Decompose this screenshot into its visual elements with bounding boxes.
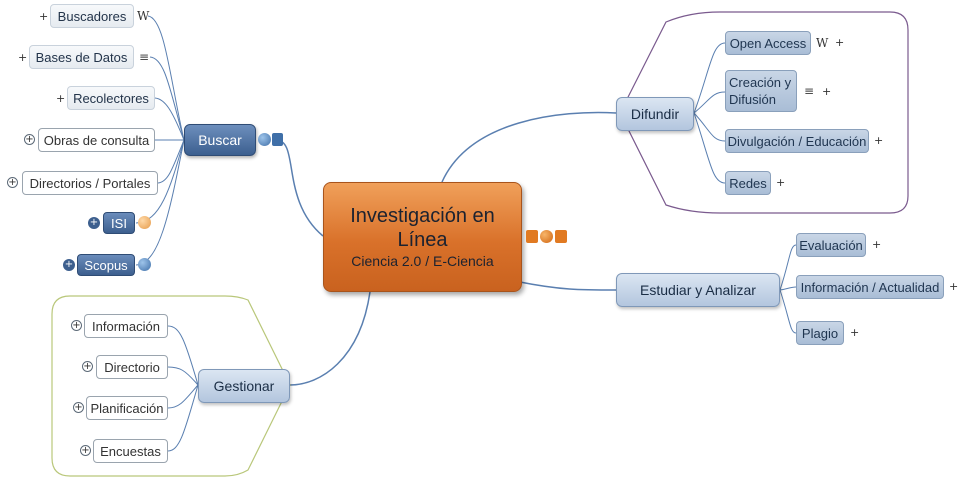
- subtopic-bases-de-datos[interactable]: Bases de Datos: [29, 45, 134, 69]
- bookmark-icon: [555, 230, 567, 243]
- subtopic-directorios-portales[interactable]: Directorios / Portales: [22, 171, 158, 195]
- expand-plus-icon[interactable]: +: [874, 134, 884, 147]
- expand-plus-icon[interactable]: +: [835, 36, 845, 49]
- central-subtitle: Ciencia 2.0 / E-Ciencia: [351, 253, 494, 269]
- topic-buscar[interactable]: Buscar: [184, 124, 256, 156]
- subtopic-buscadores[interactable]: Buscadores: [50, 4, 134, 28]
- expand-circle-icon[interactable]: +: [88, 217, 100, 229]
- list-icon: [526, 230, 538, 243]
- topic-difundir-label: Difundir: [630, 106, 680, 122]
- expand-circle-icon[interactable]: +: [71, 320, 82, 331]
- subtopic-creacion-difusion[interactable]: Creación y Difusión: [725, 70, 797, 112]
- list-icon: ≡: [804, 84, 815, 98]
- subtopic-divulgacion-educacion[interactable]: Divulgación / Educación: [725, 129, 869, 153]
- subtopic-isi[interactable]: ISI: [103, 212, 135, 234]
- subtopic-plagio[interactable]: Plagio: [796, 321, 844, 345]
- globe-icon: [138, 216, 151, 229]
- subtopic-redes[interactable]: Redes: [725, 171, 771, 195]
- subtopic-informacion-actualidad[interactable]: Información / Actualidad: [796, 275, 944, 299]
- topic-estudiar-label: Estudiar y Analizar: [640, 282, 756, 298]
- expand-circle-icon[interactable]: +: [82, 361, 93, 372]
- expand-plus-icon[interactable]: +: [56, 92, 66, 105]
- globe-icon: [138, 258, 151, 271]
- subtopic-informacion[interactable]: Información: [84, 314, 168, 338]
- wikipedia-icon: W: [137, 9, 150, 23]
- subtopic-planificacion[interactable]: Planificación: [86, 396, 168, 420]
- list-icon: ≡: [139, 50, 150, 64]
- expand-plus-icon[interactable]: +: [850, 326, 860, 339]
- bookmark-icon: [272, 133, 283, 146]
- central-title: Investigación en Línea: [350, 205, 495, 251]
- topic-estudiar-analizar[interactable]: Estudiar y Analizar: [616, 273, 780, 307]
- subtopic-open-access[interactable]: Open Access: [725, 31, 811, 55]
- subtopic-directorio[interactable]: Directorio: [96, 355, 168, 379]
- topic-buscar-label: Buscar: [198, 132, 242, 148]
- expand-circle-icon[interactable]: +: [7, 177, 18, 188]
- expand-plus-icon[interactable]: +: [39, 10, 49, 23]
- expand-plus-icon[interactable]: +: [822, 85, 832, 98]
- central-topic[interactable]: Investigación en Línea Ciencia 2.0 / E-C…: [323, 182, 522, 292]
- expand-circle-icon[interactable]: +: [80, 445, 91, 456]
- expand-plus-icon[interactable]: +: [949, 280, 959, 293]
- topic-gestionar[interactable]: Gestionar: [198, 369, 290, 403]
- topic-difundir[interactable]: Difundir: [616, 97, 694, 131]
- globe-icon: [258, 133, 271, 146]
- expand-circle-icon[interactable]: +: [63, 259, 75, 271]
- subtopic-encuestas[interactable]: Encuestas: [93, 439, 168, 463]
- expand-plus-icon[interactable]: +: [872, 238, 882, 251]
- expand-circle-icon[interactable]: +: [24, 134, 35, 145]
- globe-icon: [540, 230, 553, 243]
- subtopic-evaluacion[interactable]: Evaluación: [796, 233, 866, 257]
- expand-circle-icon[interactable]: +: [73, 402, 84, 413]
- subtopic-obras-de-consulta[interactable]: Obras de consulta: [38, 128, 155, 152]
- subtopic-recolectores[interactable]: Recolectores: [67, 86, 155, 110]
- expand-plus-icon[interactable]: +: [776, 176, 786, 189]
- subtopic-scopus[interactable]: Scopus: [77, 254, 135, 276]
- expand-plus-icon[interactable]: +: [18, 51, 28, 64]
- topic-gestionar-label: Gestionar: [213, 378, 275, 394]
- wikipedia-icon: W: [816, 36, 829, 50]
